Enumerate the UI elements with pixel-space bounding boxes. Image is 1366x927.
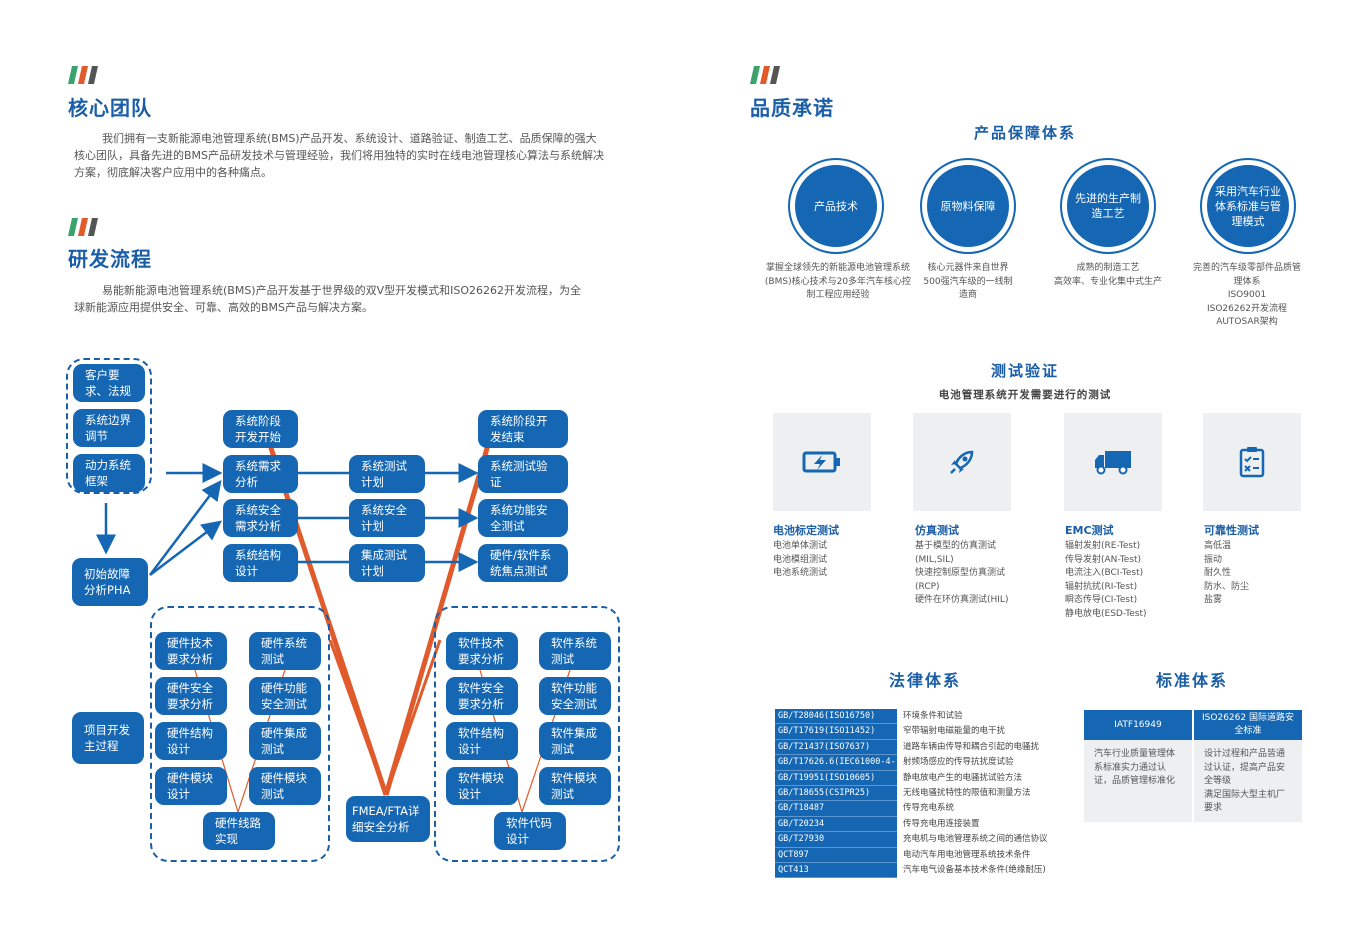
flow-box-hw-module-test: 硬件模块测试 — [249, 767, 321, 805]
flow-box-hw-functional-safety: 硬件功能安全测试 — [249, 677, 321, 715]
flow-box-system-req: 系统需求分析 — [223, 455, 298, 493]
software-group — [434, 606, 620, 862]
flow-box-hw-sw-test: 硬件/软件系统焦点测试 — [478, 544, 568, 582]
flow-box-sw-integration: 软件集成测试 — [539, 722, 611, 760]
standard-body-iso26262: 设计过程和产品皆通过认证，提高产品安全等级 满足国际大型主机厂要求 — [1194, 740, 1302, 822]
circle-desc-material: 核心元器件来自世界500强汽车级的一线制造商 — [923, 263, 1013, 300]
law-table: GB/T28046(ISO16750)环境条件和试验 GB/T17619(ISO… — [775, 709, 1090, 879]
rocket-icon — [950, 450, 974, 474]
standard-title: 标准体系 — [1155, 671, 1228, 690]
hardware-group — [150, 606, 330, 862]
law-row: GB/T19951(ISO10605)静电放电产生的电骚扰试验方法 — [775, 770, 1075, 786]
test-items-battery: 电池单体测试电池模组测试电池系统测试 — [773, 541, 828, 578]
input-group — [66, 358, 152, 494]
test-card-simulation — [913, 413, 1011, 511]
test-items-emc: 辐射发射(RE-Test)传导发射(AN-Test)电流注入(BCI-Test)… — [1065, 541, 1147, 619]
circle-desc-manufacturing: 成熟的制造工艺 高效率、专业化集中式生产 — [1053, 263, 1162, 287]
test-items-reliability: 高低温振动耐久性防水、防尘盐雾 — [1204, 541, 1250, 605]
core-team-text: 我们拥有一支新能源电池管理系统(BMS)产品开发、系统设计、道路验证、制造工艺、… — [74, 132, 605, 179]
flow-box-sw-functional-safety: 软件功能安全测试 — [539, 677, 611, 715]
test-card-emc — [1064, 413, 1162, 511]
standard-head-iatf: IATF16949 — [1084, 710, 1192, 740]
test-title-reliability: 可靠性测试 — [1204, 524, 1259, 537]
law-title: 法律体系 — [888, 671, 961, 690]
flow-box-hw-integration: 硬件集成测试 — [249, 722, 321, 760]
flow-box-hw-system-test: 硬件系统测试 — [249, 632, 321, 670]
circle-desc-product-tech: 掌握全球领先的新能源电池管理系统(BMS)核心技术与20多年汽车核心控制工程应用… — [764, 263, 912, 300]
test-card-reliability — [1203, 413, 1301, 511]
circle-material: 原物料保障 — [922, 160, 1014, 252]
flow-box-customer-req: 客户要求、法规 — [73, 364, 145, 402]
testing-subtitle: 电池管理系统开发需要进行的测试 — [938, 389, 1112, 401]
flow-box-pha: 初始故障分析PHA — [72, 558, 148, 606]
flow-box-sw-tech-req: 软件技术要求分析 — [446, 632, 518, 670]
flow-box-sw-safety-req: 软件安全要求分析 — [446, 677, 518, 715]
law-row: GB/T17626.6(IEC61000-4-6)射频场感应的传导抗扰度试验 — [775, 755, 1075, 783]
battery-charge-icon — [802, 451, 840, 473]
assurance-title: 产品保障体系 — [973, 124, 1076, 142]
rd-process-text: 易能新能源电池管理系统(BMS)产品开发基于世界级的双V型开发模式和ISO262… — [74, 284, 582, 314]
flow-box-system-boundary: 系统边界调节 — [73, 409, 145, 447]
flow-box-system-start: 系统阶段开发开始 — [223, 410, 298, 448]
test-items-simulation: 基于模型的仿真测试(MIL,SIL)快速控制原型仿真测试(RCP)硬件在环仿真测… — [915, 541, 1009, 605]
checklist-icon — [1239, 447, 1265, 478]
flow-box-hw-circuit: 硬件线路实现 — [203, 812, 275, 850]
core-team-title: 核心团队 — [68, 96, 152, 120]
flow-box-sw-module-design: 软件模块设计 — [446, 767, 518, 805]
quality-title: 品质承诺 — [750, 96, 834, 120]
flow-box-integration-plan: 集成测试计划 — [349, 544, 425, 582]
flow-box-hw-safety-req: 硬件安全要求分析 — [155, 677, 227, 715]
law-row: GB/T18655(CSIPR25)无线电骚扰特性的限值和测量方法 — [775, 786, 1075, 802]
flow-box-system-safety-req: 系统安全需求分析 — [223, 499, 298, 537]
rd-process-title: 研发流程 — [68, 247, 152, 271]
brand-stripes-icon — [68, 66, 98, 84]
brand-stripes-icon — [68, 218, 98, 236]
test-title-battery: 电池标定测试 — [773, 524, 839, 537]
flow-box-sw-code: 软件代码设计 — [494, 812, 566, 850]
flow-box-hw-module-design: 硬件模块设计 — [155, 767, 227, 805]
flow-box-safety-plan: 系统安全计划 — [349, 499, 425, 537]
flow-box-powertrain-frame: 动力系统框架 — [73, 454, 145, 492]
test-title-simulation: 仿真测试 — [915, 524, 959, 537]
flow-box-hw-tech-req: 硬件技术要求分析 — [155, 632, 227, 670]
flow-box-fmea: FMEA/FTA详细安全分析 — [346, 796, 430, 842]
truck-icon — [1095, 451, 1131, 475]
flow-box-hw-arch: 硬件结构设计 — [155, 722, 227, 760]
test-title-emc: EMC测试 — [1065, 524, 1114, 537]
standard-body-iatf: 汽车行业质量管理体系标准实力通过认证，品质管理标准化 — [1084, 740, 1192, 822]
test-card-battery — [773, 413, 871, 511]
flow-box-system-test: 系统测试验证 — [478, 455, 568, 493]
law-row: GB/T21437(ISO7637)道路车辆由传导和耦合引起的电骚扰 — [775, 739, 1075, 756]
circle-auto-standard: 采用汽车行业体系标准与管理模式 — [1202, 160, 1294, 252]
standard-head-iso26262: ISO26262 国际道路安全标准 — [1194, 710, 1302, 740]
flow-box-sw-arch: 软件结构设计 — [446, 722, 518, 760]
flow-box-functional-safety-test: 系统功能安全测试 — [478, 499, 568, 537]
brand-stripes-icon — [750, 66, 780, 84]
law-row: GB/T17619(ISO11452)窄带辐射电磁能量的电干扰 — [775, 724, 1075, 740]
flow-box-sw-module-test: 软件模块测试 — [539, 767, 611, 805]
flow-box-system-end: 系统阶段开发结束 — [478, 410, 568, 448]
flow-box-system-arch: 系统结构设计 — [223, 544, 298, 582]
law-row: GB/T28046(ISO16750)环境条件和试验 — [775, 709, 1075, 725]
testing-title: 测试验证 — [990, 362, 1059, 380]
flow-box-sw-system-test: 软件系统测试 — [539, 632, 611, 670]
flow-box-test-plan: 系统测试计划 — [349, 455, 425, 493]
circle-product-tech: 产品技术 — [790, 160, 882, 252]
flow-box-project-main: 项目开发主过程 — [72, 712, 144, 764]
circle-manufacturing: 先进的生产制造工艺 — [1062, 160, 1154, 252]
circle-desc-auto-standard: 完善的汽车级零部件品质管理体系 ISO9001 ISO26262开发流程 AUT… — [1193, 263, 1302, 327]
